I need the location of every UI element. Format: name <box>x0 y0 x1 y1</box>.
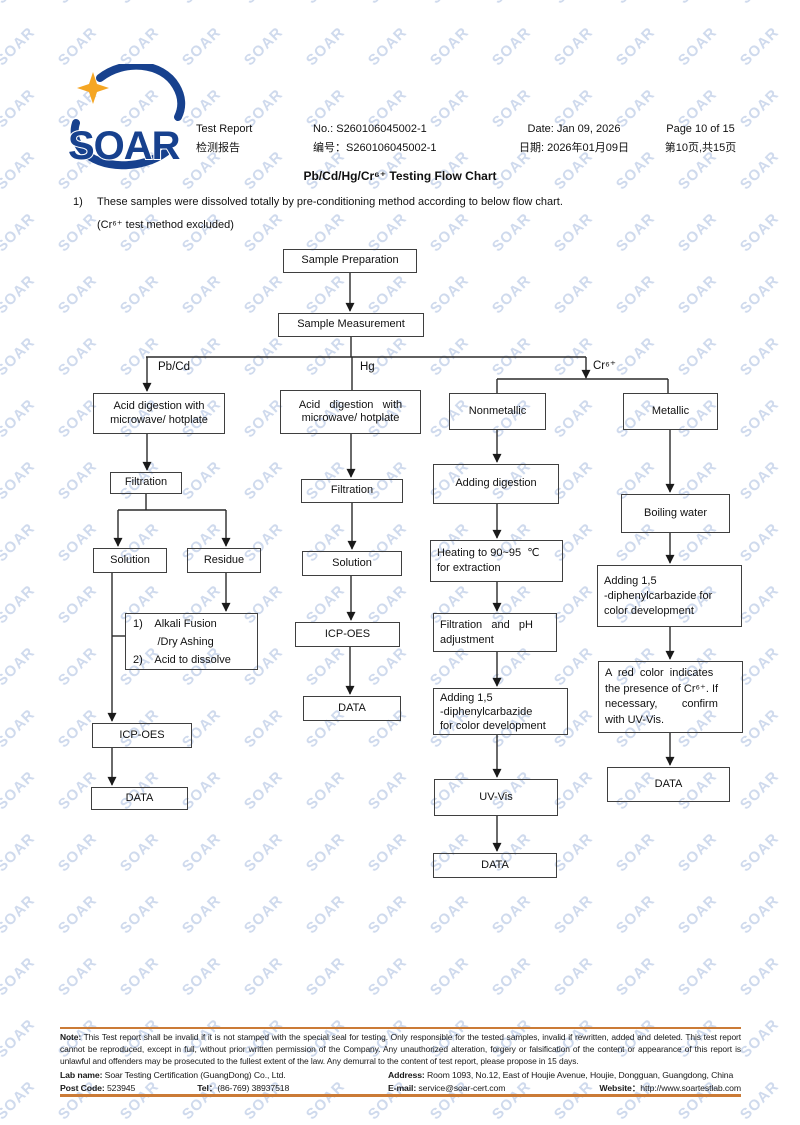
logo-swoosh-top <box>96 64 186 121</box>
flow-node-solution-hg: Solution <box>302 551 402 576</box>
footer-lab-left: Lab name: Soar Testing Certification (Gu… <box>60 1069 385 1094</box>
flow-node-acid-digestion-pbcd: Acid digestion with microwave/ hotplate <box>93 393 225 434</box>
page-title: Pb/Cd/Hg/Cr⁶⁺ Testing Flow Chart <box>303 169 497 183</box>
email-label: E-mail: <box>388 1082 417 1093</box>
email-value: service@soar-cert.com <box>416 1082 506 1093</box>
page-zh: 第10页,共15页 <box>664 141 737 154</box>
page-en: Page 10 of 15 <box>666 123 735 135</box>
flow-node-filtration-pbcd: Filtration <box>110 472 182 494</box>
website-label: Website： <box>599 1082 641 1093</box>
flow-node-uvvis: UV-Vis <box>434 779 558 816</box>
lab-name-value: Soar Testing Certification (GuangDong) C… <box>102 1070 286 1080</box>
report-no-en: No.: S260106045002-1 <box>313 123 427 135</box>
header-page: Page 10 of 15 第10页,共15页 <box>653 120 748 157</box>
flow-node-red-color-indicates: A red color indicates the presence of Cr… <box>598 661 743 733</box>
lab-name-row: Lab name: Soar Testing Certification (Gu… <box>60 1069 385 1082</box>
footer-lab-right: Address: Room 1093, No.12, East of Houji… <box>388 1069 741 1094</box>
flow-node-diphenylcarbazide-nonmetallic: Adding 1,5 -diphenylcarbazide for color … <box>433 688 568 735</box>
branch-label-hg: Hg <box>360 361 375 373</box>
intro-item-number: 1) <box>73 196 83 208</box>
flow-node-nonmetallic: Nonmetallic <box>449 393 546 430</box>
footer-bottom-divider <box>60 1094 741 1097</box>
lab-name-label: Lab name: <box>60 1070 103 1080</box>
flow-node-acid-digestion-hg: Acid digestion with microwave/ hotplate <box>280 390 421 434</box>
branch-label-cr6: Cr⁶⁺ <box>593 360 616 372</box>
report-label-zh: 检测报告 <box>196 141 240 154</box>
flow-node-solution-pbcd: Solution <box>93 548 167 573</box>
tel-label: Tel： <box>197 1082 218 1093</box>
flow-node-icpoes-pbcd: ICP-OES <box>92 723 192 748</box>
flow-node-metallic: Metallic <box>623 393 718 430</box>
flow-node-alkali-fusion: 1) Alkali Fusion /Dry Ashing 2) Acid to … <box>125 613 258 670</box>
report-no-zh: 编号：S260106045002-1 <box>313 141 437 154</box>
footer-top-divider <box>60 1027 741 1029</box>
footer-note-label: Note: <box>60 1032 82 1042</box>
flow-connectors <box>107 273 675 852</box>
flow-node-diphenylcarbazide-metallic: Adding 1,5 -diphenylcarbazide for color … <box>597 565 742 627</box>
flow-node-data-nonmetallic: DATA <box>433 853 557 878</box>
address-value: Room 1093, No.12, East of Houjie Avenue,… <box>424 1070 734 1080</box>
post-code-label: Post Code: <box>60 1082 105 1093</box>
flow-node-data-pbcd: DATA <box>91 787 188 810</box>
branch-label-pbcd: Pb/Cd <box>158 361 190 373</box>
date-en: Date: Jan 09, 2026 <box>527 123 621 135</box>
intro-line-2: (Cr⁶⁺ test method excluded) <box>97 219 234 231</box>
website-value: http://www.soartestlab.com <box>640 1082 741 1093</box>
flow-node-heating: Heating to 90~95 ℃ for extraction <box>430 540 563 582</box>
flow-node-filtration-hg: Filtration <box>301 479 403 503</box>
footer-note: Note: This Test report shall be invalid … <box>60 1032 741 1067</box>
footer-note-body: This Test report shall be invalid if it … <box>60 1032 741 1066</box>
address-row: Address: Room 1093, No.12, East of Houji… <box>388 1069 741 1082</box>
logo-star-icon <box>77 72 109 104</box>
header-date: Date: Jan 09, 2026 日期: 2026年01月09日 <box>505 120 643 157</box>
flow-node-sample-preparation: Sample Preparation <box>283 249 417 273</box>
flow-node-residue: Residue <box>187 548 261 573</box>
post-code-value: 523945 <box>104 1082 136 1093</box>
logo-text: SOAR <box>68 124 181 168</box>
flow-node-data-metallic: DATA <box>607 767 730 802</box>
flow-node-sample-measurement: Sample Measurement <box>278 313 424 337</box>
header-report-no: No.: S260106045002-1 编号：S260106045002-1 <box>313 120 437 157</box>
tel-value: (86-769) 38937518 <box>217 1082 290 1093</box>
flow-node-boiling-water: Boiling water <box>621 494 730 533</box>
flow-node-adding-digestion: Adding digestion <box>433 464 559 504</box>
flow-node-filtration-ph: Filtration and pH adjustment <box>433 613 557 652</box>
intro-line-1: These samples were dissolved totally by … <box>97 196 563 208</box>
flow-node-icpoes-hg: ICP-OES <box>295 622 400 647</box>
address-label: Address: <box>388 1070 425 1080</box>
soar-logo: SOAR <box>67 64 186 170</box>
logo-swoosh-bottom <box>70 119 170 170</box>
postcode-tel-row: Post Code: 523945 Tel：(86-769) 38937518 <box>60 1082 385 1095</box>
report-label-en: Test Report <box>196 123 253 135</box>
email-website-row: E-mail: service@soar-cert.com Website：ht… <box>388 1082 741 1095</box>
header-report-label: Test Report 检测报告 <box>196 120 252 157</box>
flow-node-data-hg: DATA <box>303 696 401 721</box>
date-zh: 日期: 2026年01月09日 <box>518 141 630 154</box>
